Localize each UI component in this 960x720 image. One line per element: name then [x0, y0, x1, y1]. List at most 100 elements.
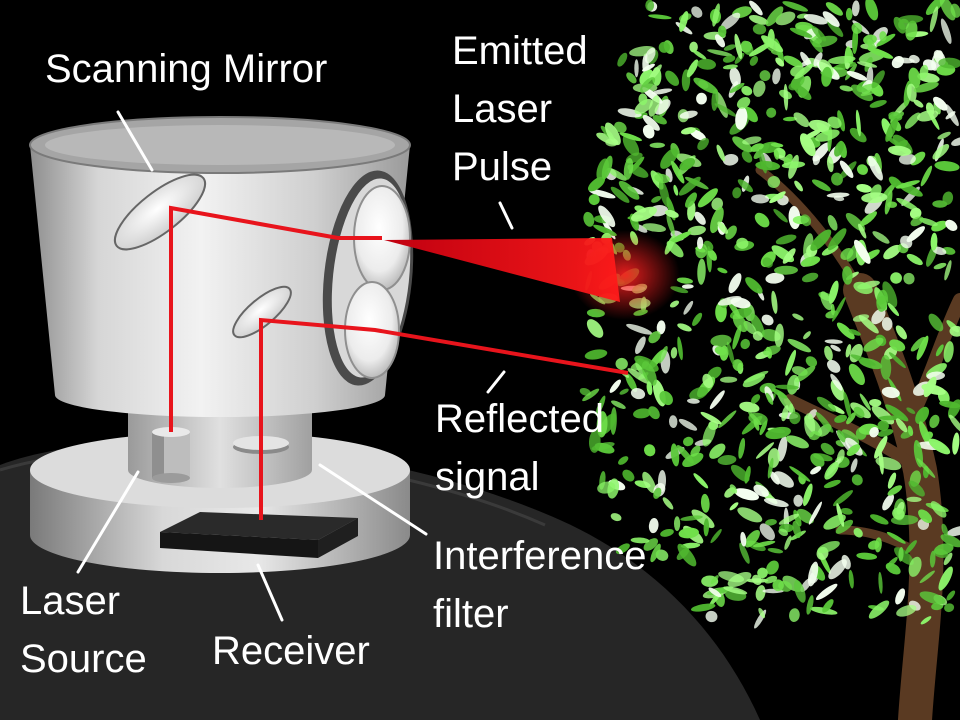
leaf [889, 339, 906, 352]
leaf [741, 40, 754, 56]
leaf [785, 435, 809, 449]
leaf [909, 207, 922, 219]
leaf [905, 20, 918, 41]
laser-source [152, 427, 190, 483]
leaf [645, 0, 655, 12]
leaf [830, 373, 843, 391]
leaf [853, 281, 873, 295]
leaf [887, 201, 898, 208]
label-scanning-mirror: Scanning Mirror [45, 47, 328, 91]
leaf [630, 537, 650, 544]
leaf [808, 119, 832, 133]
leaf [702, 373, 714, 389]
leaf [790, 65, 805, 77]
leaf [677, 543, 697, 567]
leaf [694, 211, 706, 225]
leaf [717, 455, 737, 465]
leaf [849, 127, 867, 143]
leaf [888, 352, 906, 369]
leaf [723, 44, 736, 51]
leaf [687, 225, 706, 236]
leaf [716, 144, 726, 162]
leaf [630, 388, 646, 400]
label-reflected-signal: Reflected signal [435, 397, 604, 499]
leaf [804, 413, 816, 438]
leaf [796, 508, 814, 524]
leaf [690, 445, 701, 457]
leaf [944, 603, 955, 613]
leaf [740, 338, 750, 350]
leaf [683, 300, 694, 315]
leaf [820, 442, 835, 455]
leaf [863, 34, 877, 45]
leaf [692, 49, 707, 60]
leaf [765, 519, 777, 526]
leaf [879, 31, 887, 42]
leaf [827, 215, 838, 231]
leaf [851, 0, 860, 17]
emitted-beam [384, 238, 620, 302]
leaf [619, 132, 642, 142]
leaf [730, 297, 751, 309]
leaf [816, 396, 837, 412]
leaf [772, 68, 781, 85]
leaf [898, 153, 916, 165]
leaf [749, 55, 759, 66]
tree-foliage [579, 0, 960, 629]
leaf [732, 313, 748, 333]
leaf [697, 258, 706, 285]
leaf [767, 175, 781, 189]
leaf [910, 336, 926, 352]
label-emitted-laser-pulse: Emitted Laser Pulse [452, 29, 588, 189]
leaf [834, 141, 844, 157]
leaf [877, 420, 889, 432]
leaf [763, 345, 781, 356]
leaf [723, 586, 748, 595]
leaf [808, 431, 821, 441]
leaf [918, 509, 933, 524]
leaf [848, 329, 861, 336]
leaf [789, 608, 800, 622]
leaf [759, 523, 775, 541]
leaf [841, 554, 851, 570]
leaf [669, 300, 680, 308]
leaf [824, 339, 843, 344]
leaf [942, 191, 954, 205]
leaf [945, 104, 959, 127]
leaf [774, 323, 784, 348]
leaf [751, 574, 762, 586]
leaf [732, 136, 753, 153]
leaf [722, 55, 736, 63]
leaf [892, 507, 905, 520]
leaf [648, 64, 662, 81]
leaf [765, 6, 784, 27]
leaf [846, 70, 868, 81]
leaf [946, 525, 960, 537]
leaf [895, 180, 920, 189]
leaf [834, 414, 848, 423]
leaf [803, 331, 811, 340]
label-receiver: Receiver [212, 629, 370, 673]
leaf [929, 550, 936, 568]
leaf [775, 57, 785, 67]
leaf [782, 248, 796, 264]
leaf [913, 99, 924, 108]
leaf [867, 155, 883, 181]
leaf [741, 150, 753, 163]
leaf [859, 211, 877, 227]
leaf [720, 376, 738, 383]
leaf [615, 357, 628, 370]
leaf [707, 249, 717, 261]
leaf [919, 570, 935, 584]
leaf [859, 393, 871, 411]
leaf [666, 240, 684, 258]
leaf [828, 559, 847, 580]
leaf [626, 323, 653, 335]
leaf [618, 180, 640, 200]
leaf [857, 164, 868, 175]
leaf [854, 239, 871, 264]
leaf [949, 325, 960, 337]
leaf [685, 192, 697, 208]
leaf [885, 404, 909, 422]
leaf [815, 583, 838, 601]
